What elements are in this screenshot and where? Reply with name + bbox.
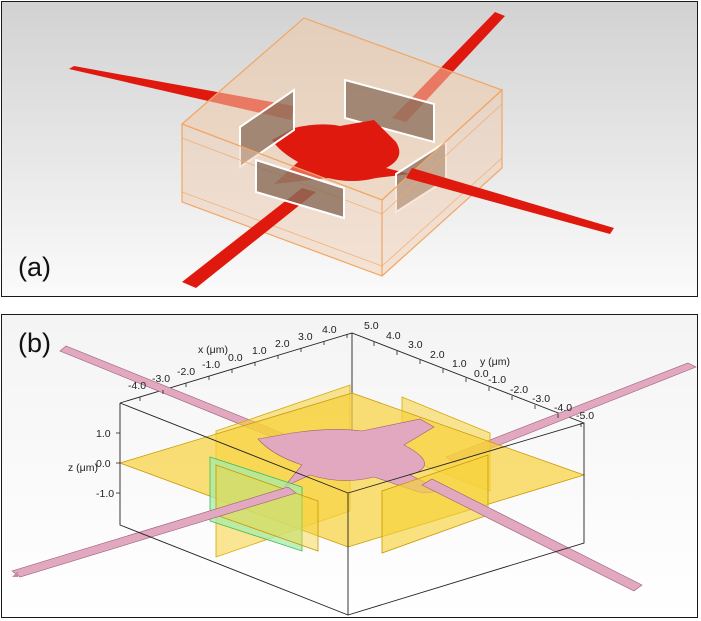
x-tick-label: -4.0: [128, 380, 146, 392]
y-tick-label: -3.0: [532, 393, 550, 405]
y-axis-label: y (μm): [480, 356, 510, 368]
x-tick-label: 3.0: [298, 331, 313, 343]
panel-a: (a): [1, 1, 698, 297]
z-tick-label: -1.0: [96, 488, 114, 500]
monitor-plane-left: [239, 88, 295, 169]
waveguide-front: [182, 168, 614, 288]
x-axis-label: x (μm): [198, 344, 228, 356]
y-tick-label: 1.0: [452, 358, 467, 370]
panel-a-scene: [2, 2, 697, 296]
y-tick-label: 2.0: [430, 349, 445, 361]
panel-a-label: (a): [18, 252, 51, 282]
y-tick-label: 4.0: [386, 330, 401, 342]
x-tick-label: 5.0: [364, 320, 379, 332]
y-tick-label: 0.0: [474, 368, 489, 380]
panel-b-label: (b): [18, 328, 51, 358]
waveguide-front-b: [11, 478, 643, 592]
z-axis-label: z (μm): [68, 462, 98, 474]
z-tick-label: 1.0: [96, 428, 111, 440]
x-tick-label: 1.0: [252, 345, 267, 357]
x-tick-label: 4.0: [322, 324, 337, 336]
y-tick-label: 3.0: [408, 339, 423, 351]
x-tick-label: 0.0: [228, 352, 243, 364]
panel-b: x (μm) y (μm) z (μm) -4.0 -3.0 -2.0 -1.0…: [1, 314, 698, 618]
monitor-plane-back: [344, 78, 435, 144]
tick-marks: [116, 334, 582, 494]
x-tick-label: -3.0: [152, 373, 170, 385]
y-tick-label: -5.0: [576, 410, 594, 422]
y-tick-label: -1.0: [488, 374, 506, 386]
x-tick-label: 2.0: [275, 338, 290, 350]
x-tick-label: -1.0: [202, 359, 220, 371]
z-tick-label: 0.0: [96, 458, 111, 470]
y-tick-label: -4.0: [554, 402, 572, 414]
panel-b-scene: x (μm) y (μm) z (μm) -4.0 -3.0 -2.0 -1.0…: [2, 315, 697, 617]
monitor-plane-front: [255, 158, 345, 220]
y-tick-label: -2.0: [510, 384, 528, 396]
x-tick-label: -2.0: [177, 366, 195, 378]
axes-box-front: [119, 402, 585, 616]
cross-junction: [272, 120, 410, 184]
